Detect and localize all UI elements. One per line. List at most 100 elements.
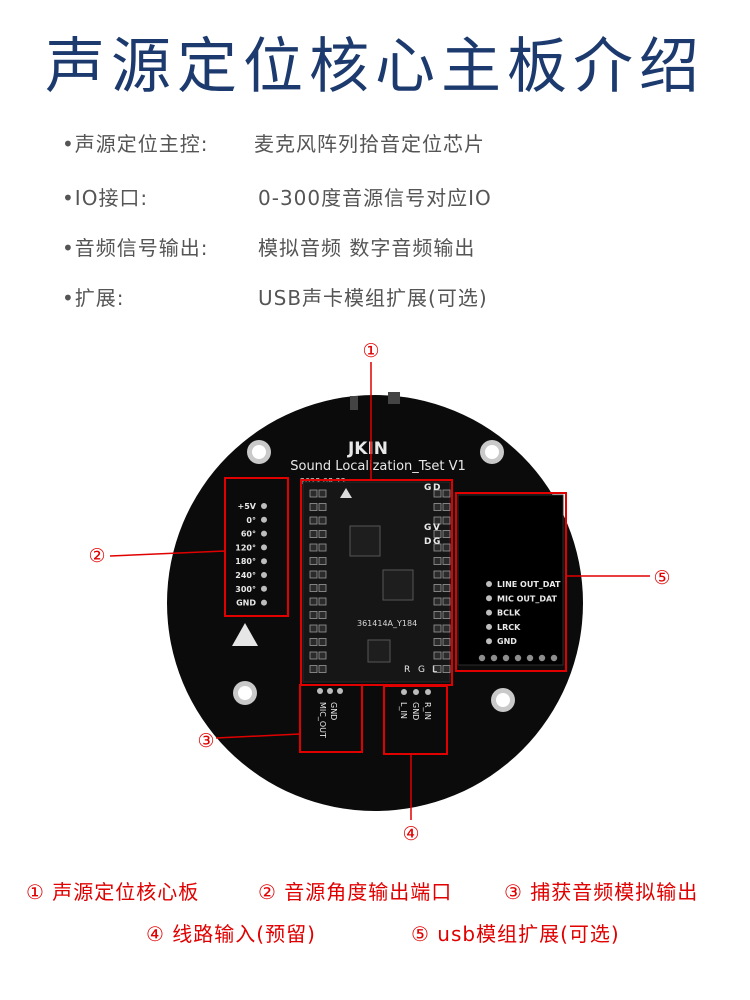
codec-chip (367, 639, 391, 663)
mounting-holes (233, 440, 515, 712)
svg-text:G: G (433, 537, 440, 547)
core-pin-column-right (433, 489, 451, 673)
io-pin (261, 572, 267, 578)
usb-pin-label: LINE OUT_DAT (497, 580, 561, 589)
core-pin-pad (442, 503, 451, 511)
core-pin-pad (318, 503, 327, 511)
io-pin-label: 60° (241, 530, 256, 539)
usb-pad (550, 654, 558, 662)
usb-pin (486, 595, 492, 602)
core-pin-pad (309, 516, 318, 525)
svg-text:G: G (424, 483, 431, 493)
io-pin-label: GND (236, 599, 256, 608)
esd-warning-icon (232, 623, 258, 646)
spec-label: •IO接口: (62, 186, 149, 210)
usb-module (457, 494, 564, 666)
svg-text:GND: GND (329, 702, 338, 720)
core-pin-pad (318, 638, 327, 646)
core-pin-pad (433, 570, 442, 579)
svg-text:D: D (433, 483, 440, 493)
svg-text:L: L (432, 665, 437, 675)
usb-pin-label: MIC OUT_DAT (497, 594, 558, 603)
core-pin-pad (433, 624, 442, 633)
core-pin-pad (309, 624, 318, 633)
svg-text:V: V (433, 523, 440, 533)
esd-mini-icon (340, 488, 352, 498)
core-pin-pad (442, 516, 451, 525)
callout-box-3 (299, 684, 363, 753)
io-pin-label: 180° (235, 557, 256, 566)
io-pin-label: 240° (235, 571, 256, 580)
legend-item-1: ① 声源定位核心板 (26, 880, 200, 904)
core-pin-pad (442, 570, 451, 579)
callout-2: ② (88, 545, 105, 567)
mic-chip (349, 525, 381, 557)
usb-pad (514, 654, 522, 662)
page-title: 声源定位核心主板介绍 (45, 32, 705, 102)
usb-pin-label: LRCK (497, 623, 521, 632)
core-pin-pad (433, 543, 442, 552)
core-pin-pad (318, 651, 327, 660)
callout-1: ① (362, 340, 379, 362)
svg-text:G: G (418, 665, 425, 675)
io-pin (261, 544, 267, 551)
core-pin-pad (309, 530, 318, 538)
io-pin-label: +5V (238, 502, 257, 511)
spec-label: •音频信号输出: (62, 236, 209, 260)
io-pin (261, 530, 267, 537)
callout-box-2 (224, 477, 289, 617)
core-pin-pad (318, 584, 327, 592)
line-in-header: L_IN GND R_IN (399, 689, 432, 720)
usb-pin (486, 581, 492, 587)
core-pin-pad (433, 651, 442, 660)
core-pin-pad (309, 638, 318, 646)
chip-code: 361414A_Y184 (357, 619, 417, 628)
usb-pad (490, 654, 498, 662)
bottom-channel-letters: R G L (404, 665, 437, 675)
legend-item-3: ③ 捕获音频模拟输出 (504, 880, 699, 904)
core-pin-pad (318, 543, 327, 552)
core-pin-pad (433, 597, 442, 606)
svg-text:MIC_OUT: MIC_OUT (318, 702, 327, 738)
core-pin-pad (433, 557, 442, 565)
dsp-chip (382, 569, 414, 601)
silk-mark (350, 396, 358, 410)
svg-text:D: D (424, 537, 431, 547)
core-pin-pad (309, 570, 318, 579)
core-pin-pad (442, 584, 451, 592)
usb-pin (486, 623, 492, 630)
spec-value: USB声卡模组扩展(可选) (258, 286, 488, 310)
core-pin-column-left (309, 489, 327, 673)
core-pin-pad (318, 557, 327, 565)
core-pin-pad (433, 665, 442, 673)
core-pin-pad (433, 503, 442, 511)
spec-label: •扩展: (62, 286, 125, 310)
usb-pad (526, 654, 534, 662)
core-pin-pad (442, 530, 451, 538)
callout-box-4 (383, 685, 448, 755)
core-pin-pad (309, 584, 318, 592)
core-pin-pad (442, 557, 451, 565)
callout-4: ④ (402, 823, 419, 845)
callout-box-5 (455, 492, 567, 672)
core-pin-pad (309, 489, 318, 498)
io-pin (261, 558, 267, 565)
usb-bottom-pads (478, 654, 558, 662)
usb-pin-label: BCLK (497, 609, 521, 618)
core-pin-pad (318, 611, 327, 619)
io-pin-label: 120° (235, 543, 256, 552)
core-pin-pad (433, 516, 442, 525)
core-pin-pad (318, 597, 327, 606)
spec-value: 模拟音频 数字音频输出 (258, 236, 476, 260)
svg-text:G: G (424, 523, 431, 533)
io-pin (261, 585, 267, 592)
usb-pin (486, 609, 492, 616)
io-pin (261, 503, 267, 509)
usb-pad (478, 654, 486, 662)
usb-pin (486, 638, 492, 645)
core-pin-pad (442, 597, 451, 606)
core-pin-pad (318, 624, 327, 633)
core-pin-pad (442, 665, 451, 673)
core-pin-pad (309, 557, 318, 565)
core-pin-pad (442, 624, 451, 633)
